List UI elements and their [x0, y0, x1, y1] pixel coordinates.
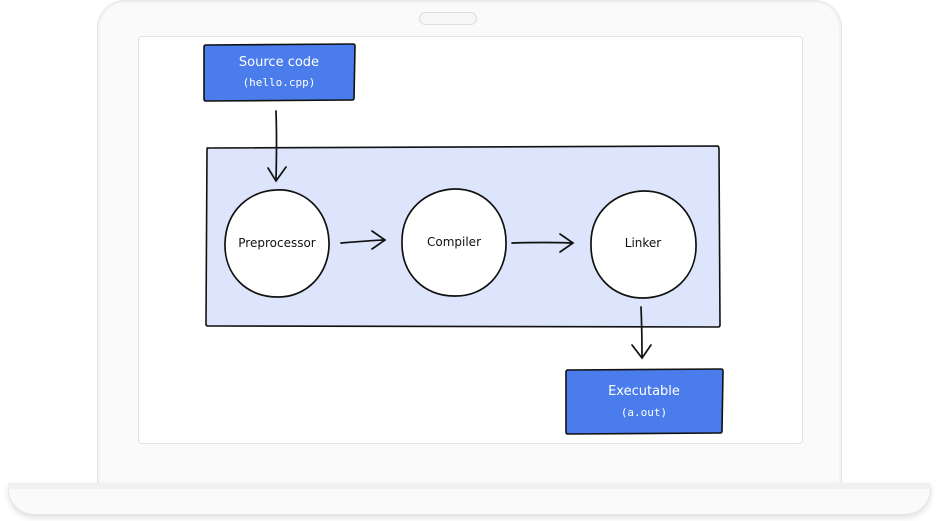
source-code-box-shape — [203, 43, 356, 102]
arrow-source-to-preprocessor — [267, 110, 287, 183]
executable-title: Executable — [608, 384, 680, 399]
compiler-label: Compiler — [427, 235, 481, 249]
camera-notch — [419, 12, 477, 25]
executable-box-shape — [565, 368, 724, 435]
arrow-compiler-to-linker — [511, 233, 575, 253]
arrow-preprocessor-to-compiler — [340, 230, 387, 250]
preprocessor-circle — [224, 189, 330, 298]
preprocessor-node: Preprocessor — [224, 189, 330, 298]
laptop-base-lip — [8, 483, 931, 489]
arrow-linker-to-executable — [631, 306, 652, 360]
linker-label: Linker — [625, 236, 662, 250]
source-code-box: Source code (hello.cpp) — [203, 43, 356, 102]
linker-circle — [590, 190, 697, 299]
executable-file: (a.out) — [621, 406, 667, 419]
compiler-node: Compiler — [401, 188, 507, 297]
source-code-title: Source code — [239, 55, 319, 70]
compiler-circle — [401, 188, 507, 297]
executable-box: Executable (a.out) — [565, 368, 724, 435]
source-code-file: (hello.cpp) — [243, 76, 316, 89]
preprocessor-label: Preprocessor — [238, 236, 316, 250]
linker-node: Linker — [590, 190, 697, 299]
